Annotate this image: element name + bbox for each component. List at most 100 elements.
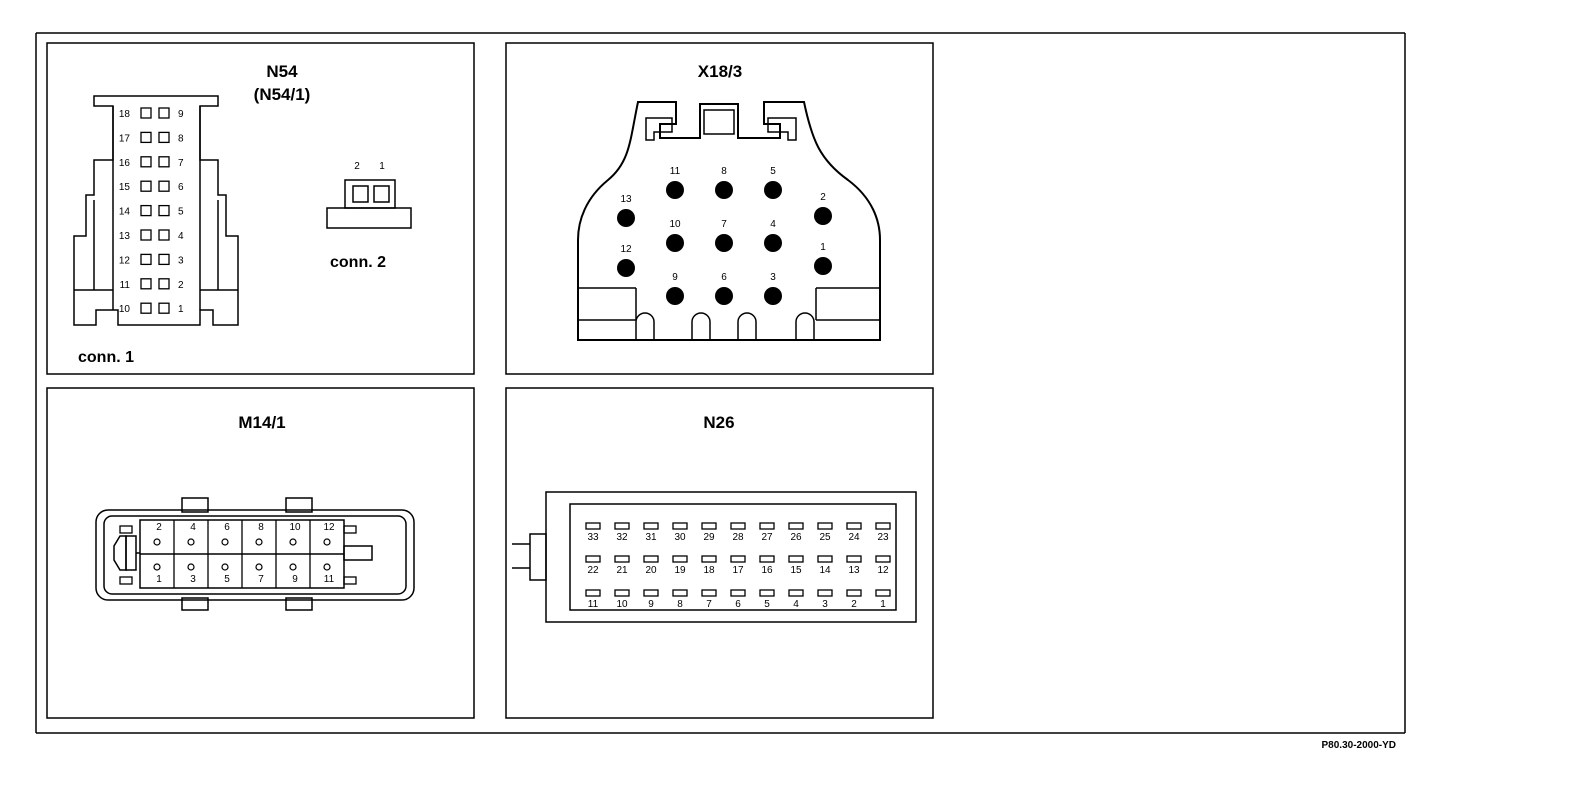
n54-conn1-pin-label: 4 bbox=[178, 231, 184, 242]
m14-pin bbox=[221, 563, 229, 571]
n26-pin bbox=[875, 589, 891, 597]
n26-pin bbox=[788, 589, 804, 597]
n26-pin bbox=[788, 555, 804, 563]
n26-pin bbox=[730, 589, 746, 597]
n26-pin-label: 13 bbox=[848, 565, 860, 576]
x18-pin-label: 6 bbox=[721, 272, 727, 283]
x18-pin bbox=[617, 209, 635, 227]
m14-pin bbox=[255, 538, 263, 546]
n26-pin bbox=[643, 522, 659, 530]
x18-pin bbox=[764, 181, 782, 199]
n26-pin bbox=[875, 522, 891, 530]
x18-pin bbox=[617, 259, 635, 277]
m14-pin bbox=[187, 538, 195, 546]
x18-pin bbox=[715, 287, 733, 305]
n54-conn2-housing bbox=[326, 179, 412, 229]
m14-pin bbox=[289, 563, 297, 571]
n54-conn1-pin bbox=[140, 131, 152, 144]
n26-pin bbox=[585, 522, 601, 530]
m14-latch bbox=[119, 576, 133, 585]
n26-pin-label: 22 bbox=[587, 565, 599, 576]
n26-pin-label: 33 bbox=[587, 532, 599, 543]
n26-pin-label: 27 bbox=[761, 532, 773, 543]
n54-conn1-pin bbox=[140, 204, 152, 217]
n54-conn1-pin bbox=[158, 180, 170, 192]
n26-pin-label: 25 bbox=[819, 532, 831, 543]
panel-x18-3 bbox=[505, 42, 934, 375]
x18-pin-label: 8 bbox=[721, 166, 727, 177]
n26-pin bbox=[730, 522, 746, 530]
x18-pin-label: 1 bbox=[820, 242, 826, 253]
n54-conn1-pin-label: 8 bbox=[178, 133, 184, 144]
n26-pin-label: 2 bbox=[851, 599, 857, 610]
n26-pin bbox=[643, 555, 659, 563]
n54-conn1-pin bbox=[140, 302, 152, 314]
n54-conn1-pin bbox=[158, 156, 170, 168]
n26-pin bbox=[817, 522, 833, 530]
x18-pin-label: 10 bbox=[669, 219, 681, 230]
x18-pin bbox=[764, 287, 782, 305]
n54-conn1-pin-label: 6 bbox=[178, 182, 184, 193]
m14-pin-label: 11 bbox=[324, 574, 335, 585]
x18-pin bbox=[666, 181, 684, 199]
n26-pin-label: 17 bbox=[732, 565, 744, 576]
n54-conn1-pin-label: 2 bbox=[178, 280, 184, 291]
n26-pin bbox=[701, 555, 717, 563]
m14-pin bbox=[153, 538, 161, 546]
n54-conn1-pin-label: 3 bbox=[178, 255, 184, 266]
n54-conn1-pin-label: 5 bbox=[178, 207, 184, 218]
n54-conn1-pin bbox=[158, 107, 170, 119]
n26-pin-label: 15 bbox=[790, 565, 802, 576]
panel-m14-1 bbox=[46, 387, 475, 719]
n26-title: N26 bbox=[703, 413, 734, 432]
n26-pin-label: 10 bbox=[616, 599, 628, 610]
m14-pin-label: 4 bbox=[190, 522, 196, 533]
n26-pin bbox=[585, 555, 601, 563]
n26-pin-label: 1 bbox=[880, 599, 886, 610]
x18-pin-label: 4 bbox=[770, 219, 776, 230]
n26-pin bbox=[701, 589, 717, 597]
m14-pin-label: 7 bbox=[258, 574, 264, 585]
n26-pin-label: 26 bbox=[790, 532, 802, 543]
n54-conn1-pin-label: 1 bbox=[178, 304, 184, 315]
n54-conn1-pin-label: 16 bbox=[119, 158, 131, 169]
x18-housing bbox=[577, 101, 881, 341]
n26-pin bbox=[672, 555, 688, 563]
n26-pin-label: 16 bbox=[761, 565, 773, 576]
m14-pin-label: 8 bbox=[258, 522, 264, 533]
m14-pin bbox=[221, 538, 229, 546]
n54-conn1-pin bbox=[140, 107, 152, 119]
n26-pin-label: 28 bbox=[732, 532, 744, 543]
m14-latch bbox=[119, 525, 133, 534]
n54-title: N54 bbox=[266, 62, 298, 81]
x18-pin-label: 9 bbox=[672, 272, 678, 283]
x18-pin bbox=[715, 181, 733, 199]
n26-housing bbox=[512, 491, 917, 623]
n54-conn1-pin-label: 14 bbox=[119, 207, 131, 218]
n26-pin bbox=[846, 522, 862, 530]
m14-title: M14/1 bbox=[238, 413, 285, 432]
x18-pin-label: 12 bbox=[620, 244, 632, 255]
panel-n26 bbox=[505, 387, 934, 719]
n26-pin-label: 31 bbox=[645, 532, 657, 543]
n54-conn1-pin bbox=[158, 253, 170, 266]
n26-pin bbox=[730, 555, 746, 563]
n26-pin-label: 12 bbox=[877, 565, 889, 576]
figure-code: P80.30-2000-YD bbox=[1322, 740, 1397, 751]
n26-pin bbox=[614, 522, 630, 530]
m14-latch bbox=[343, 525, 357, 534]
m14-pin-label: 5 bbox=[224, 574, 230, 585]
n26-pin bbox=[846, 555, 862, 563]
m14-pin bbox=[255, 563, 263, 571]
n26-pin bbox=[672, 522, 688, 530]
m14-latch bbox=[343, 576, 357, 585]
n54-conn1-pin bbox=[158, 204, 170, 217]
n26-pin bbox=[614, 589, 630, 597]
n26-pin-label: 8 bbox=[677, 599, 683, 610]
n26-pin-label: 18 bbox=[703, 565, 715, 576]
n54-conn1-pin bbox=[140, 253, 152, 266]
n54-conn1-pin-label: 7 bbox=[178, 158, 184, 169]
